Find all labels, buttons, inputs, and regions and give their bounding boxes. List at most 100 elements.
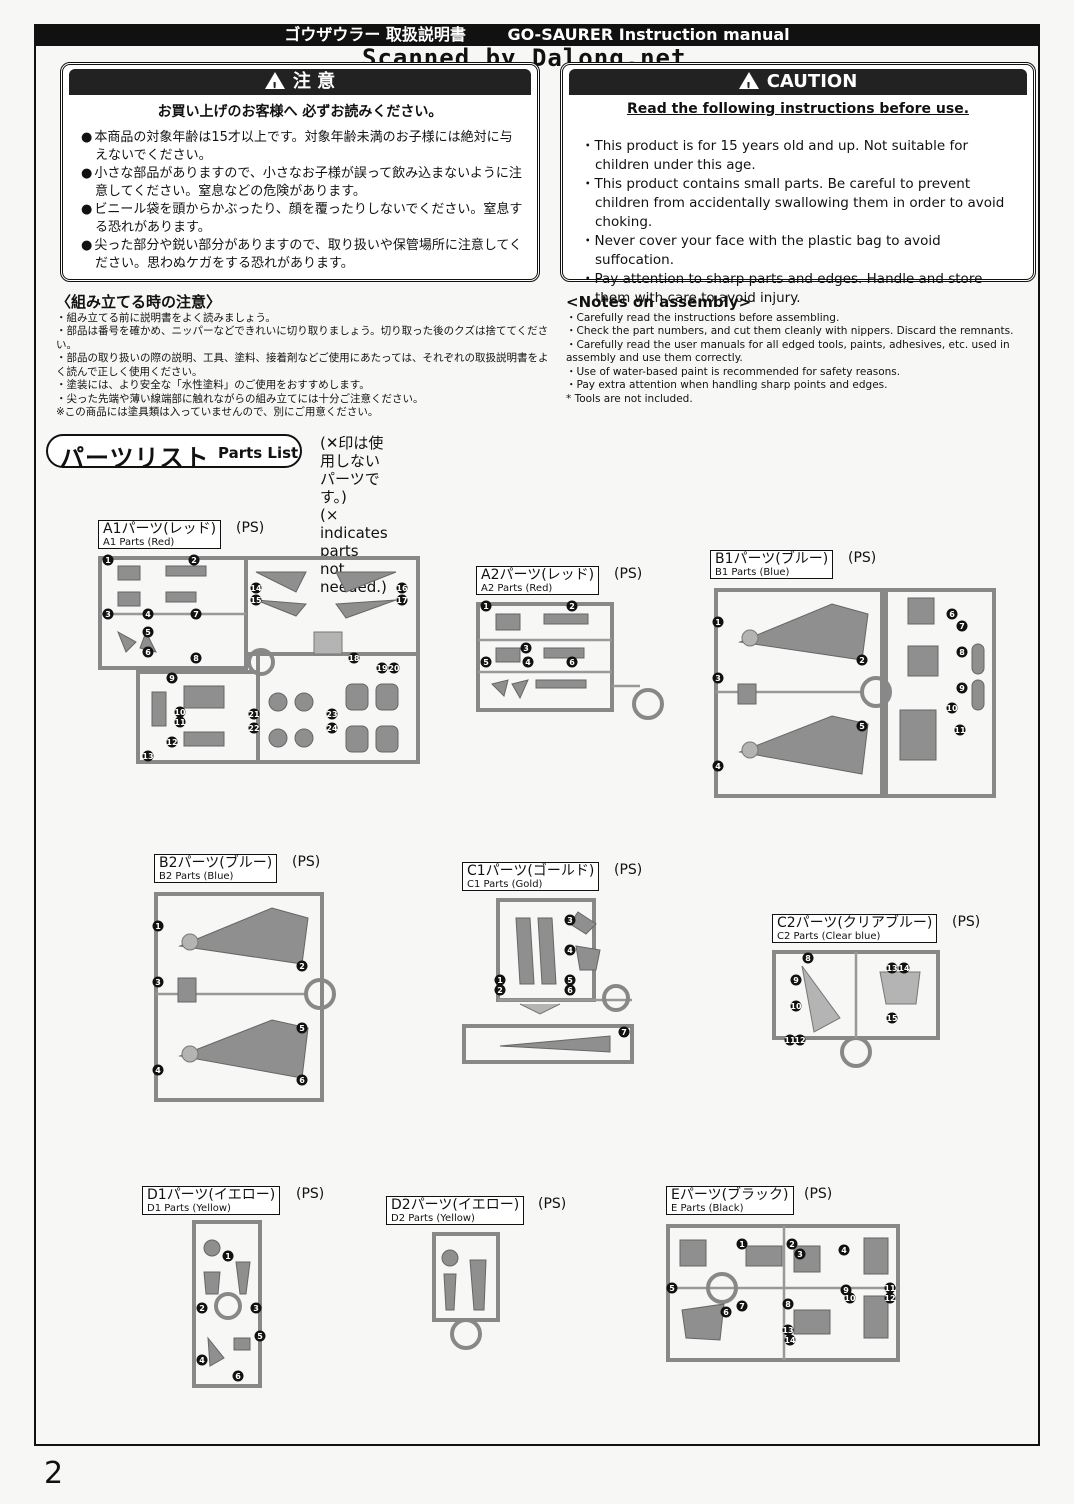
caution-item-jp: 小さな部品がありますので、小さなお子様が誤って飲み込まないように注意してください… — [81, 165, 523, 201]
runner-label-b2: B2パーツ(ブルー)B2 Parts (Blue) (PS) — [154, 854, 320, 883]
svg-text:9: 9 — [793, 976, 799, 985]
part-number-callout: 2 — [188, 554, 200, 566]
svg-text:4: 4 — [155, 1066, 161, 1075]
part-number-callout: 6 — [720, 1306, 732, 1318]
svg-text:1: 1 — [225, 1252, 231, 1261]
svg-text:4: 4 — [841, 1246, 847, 1255]
svg-text:4: 4 — [715, 762, 721, 771]
part-number-callout: 4 — [152, 1064, 164, 1076]
part-number-callout: 1 — [222, 1250, 234, 1262]
part-number-callout: 5 — [296, 1022, 308, 1034]
part-number-callout: 9 — [956, 682, 968, 694]
notes-footnote-jp: ※この商品には塗具類は入っていませんので、別にご用意ください。 — [56, 406, 379, 418]
svg-text:1: 1 — [105, 556, 111, 565]
svg-text:13: 13 — [142, 752, 153, 761]
part-number-callout: 4 — [564, 944, 576, 956]
part-number-callout: 10 — [844, 1292, 856, 1304]
notes-footnote-en: * Tools are not included. — [566, 392, 693, 405]
part-number-callout: 8 — [802, 952, 814, 964]
runner-label-c1: C1パーツ(ゴールド)C1 Parts (Gold) (PS) — [462, 862, 642, 891]
svg-text:1: 1 — [155, 922, 161, 931]
part-number-callout: 8 — [190, 652, 202, 664]
svg-text:2: 2 — [859, 656, 865, 665]
svg-text:24: 24 — [326, 724, 338, 733]
runner-b2-diagram: 1 2 3 4 5 6 — [152, 892, 336, 1102]
caution-item-en: This product is for 15 years old and up.… — [581, 137, 1019, 175]
part-number-callout: 3 — [102, 608, 114, 620]
svg-text:4: 4 — [199, 1356, 205, 1365]
svg-text:2: 2 — [199, 1304, 205, 1313]
svg-text:9: 9 — [169, 674, 175, 683]
part-number-callout: 6 — [564, 984, 576, 996]
part-number-callout: 1 — [480, 600, 492, 612]
warning-triangle-icon — [264, 72, 285, 100]
notes-item-jp: 組み立てる前に説明書をよく読みましょう。 — [56, 312, 556, 326]
caution-title-jp: 注 意 — [69, 69, 531, 100]
svg-text:11: 11 — [784, 1036, 796, 1045]
svg-text:1: 1 — [483, 602, 489, 611]
caution-list-en: This product is for 15 years old and up.… — [581, 137, 1019, 308]
part-number-callout: 3 — [152, 976, 164, 988]
caution-list-jp: 本商品の対象年齢は15才以上です。対象年齢未満のお子様には絶対に与えないでくださ… — [81, 129, 523, 273]
notes-title-jp: 〈組み立てる時の注意〉 — [56, 293, 222, 311]
part-number-callout: 17 — [396, 594, 408, 606]
svg-text:7: 7 — [621, 1028, 627, 1037]
svg-text:12: 12 — [166, 738, 177, 747]
caution-box-en: CAUTION Read the following instructions … — [560, 62, 1036, 306]
part-number-callout: 1 — [712, 616, 724, 628]
svg-text:7: 7 — [739, 1302, 745, 1311]
part-number-callout: 6 — [946, 608, 958, 620]
runner-label-e: Eパーツ(ブラック)E Parts (Black) (PS) — [666, 1186, 832, 1215]
part-number-callout: 15 — [886, 1012, 898, 1024]
part-number-callout: 2 — [296, 960, 308, 972]
svg-text:4: 4 — [145, 610, 151, 619]
svg-text:5: 5 — [483, 658, 489, 667]
part-number-callout: 13 — [142, 750, 154, 762]
part-number-callout: 3 — [712, 672, 724, 684]
svg-text:3: 3 — [155, 978, 161, 987]
part-number-callout: 5 — [480, 656, 492, 668]
part-number-callout: 4 — [522, 656, 534, 668]
runner-label-d2: D2パーツ(イエロー)D2 Parts (Yellow) (PS) — [386, 1196, 566, 1225]
svg-text:10: 10 — [946, 704, 958, 713]
page-frame — [34, 46, 1040, 1446]
svg-text:6: 6 — [723, 1308, 729, 1317]
svg-text:7: 7 — [193, 610, 199, 619]
caution-item-en: Pay attention to sharp parts and edges. … — [581, 270, 1019, 308]
notes-item-jp: 尖った先端や薄い線端部に触れながらの組み立てには十分ご注意ください。 — [56, 393, 556, 407]
notes-item-jp: 部品は番号を確かめ、ニッパーなどできれいに切り取りましょう。切り取った後のクズは… — [56, 325, 556, 352]
part-number-callout: 10 — [946, 702, 958, 714]
part-number-callout: 14 — [784, 1334, 796, 1346]
svg-text:9: 9 — [843, 1286, 849, 1295]
svg-text:8: 8 — [959, 648, 965, 657]
svg-text:14: 14 — [250, 584, 262, 593]
runner-label-b1: B1パーツ(ブルー)B1 Parts (Blue) (PS) — [710, 550, 876, 579]
svg-text:11: 11 — [954, 726, 966, 735]
svg-text:12: 12 — [884, 1294, 895, 1303]
part-number-callout: 19 — [376, 662, 388, 674]
parts-list-title-en: Parts List — [218, 444, 299, 462]
part-number-callout: 6 — [296, 1074, 308, 1086]
runner-label-a1: A1パーツ(レッド)A1 Parts (Red) (PS) — [98, 520, 264, 549]
page-number: 2 — [44, 1456, 64, 1491]
svg-text:13: 13 — [886, 964, 897, 973]
svg-text:6: 6 — [235, 1372, 241, 1381]
svg-text:13: 13 — [782, 1326, 793, 1335]
svg-text:1: 1 — [715, 618, 721, 627]
part-number-callout: 10 — [790, 1000, 802, 1012]
caution-subtitle-en: Read the following instructions before u… — [626, 101, 970, 117]
part-number-callout: 8 — [956, 646, 968, 658]
part-number-callout: 9 — [790, 974, 802, 986]
svg-text:2: 2 — [497, 986, 503, 995]
notes-item-en: Carefully read the user manuals for all … — [566, 339, 1026, 366]
svg-text:11: 11 — [174, 718, 186, 727]
part-number-callout: 7 — [618, 1026, 630, 1038]
part-number-callout: 1 — [152, 920, 164, 932]
svg-text:6: 6 — [949, 610, 955, 619]
part-number-callout: 23 — [326, 708, 338, 720]
svg-text:23: 23 — [326, 710, 337, 719]
part-number-callout: 11 — [884, 1282, 896, 1294]
